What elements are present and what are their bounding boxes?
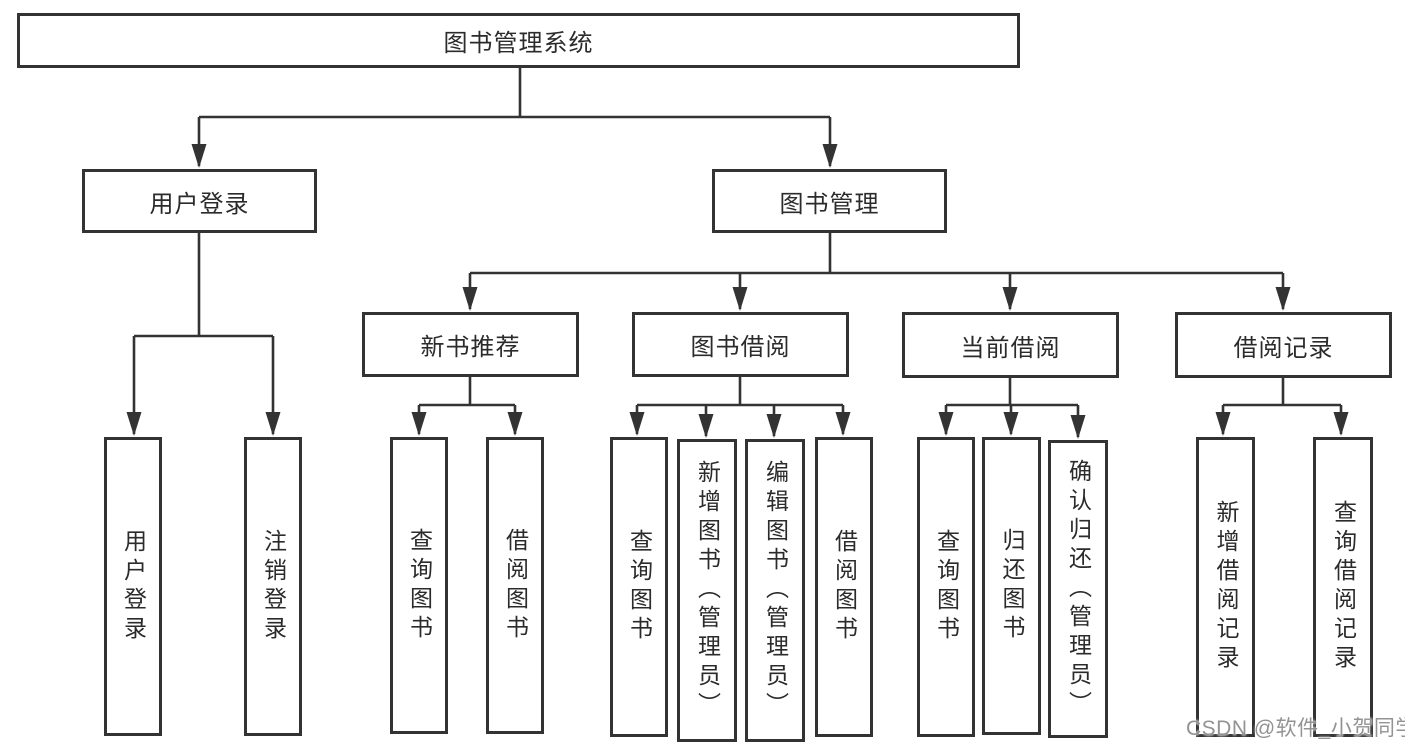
- node-label: 新增借阅记录: [1213, 500, 1239, 674]
- node-new-book-recommendation: 新书推荐: [362, 312, 579, 377]
- node-label: 确认归还（管理员）: [1065, 458, 1092, 720]
- node-label: 图书管理: [779, 190, 880, 218]
- leaf-cb-confirm-return-admin: 确认归还（管理员）: [1048, 440, 1108, 738]
- node-label: 当前借阅: [960, 334, 1061, 362]
- leaf-cb-query-books: 查询图书: [917, 437, 975, 737]
- node-label: 借阅图书: [502, 527, 529, 644]
- node-root-library-management-system: 图书管理系统: [17, 13, 1020, 68]
- node-book-borrowing: 图书借阅: [632, 312, 849, 377]
- leaf-nb-query-books: 查询图书: [390, 437, 448, 734]
- node-current-borrowing: 当前借阅: [902, 312, 1119, 378]
- node-label: 用户登录: [120, 528, 147, 645]
- node-user-login: 用户登录: [82, 169, 317, 233]
- leaf-br-query-record: 查询借阅记录: [1313, 437, 1373, 737]
- node-label: 新书推荐: [420, 334, 521, 361]
- leaf-bw-edit-books-admin: 编辑图书（管理员）: [745, 439, 805, 742]
- node-borrowing-records: 借阅记录: [1175, 312, 1392, 378]
- node-label: 查询图书: [406, 527, 433, 644]
- leaf-bw-query-books: 查询图书: [610, 437, 668, 737]
- node-label: 图书管理系统: [443, 30, 594, 57]
- node-label: 查询图书: [626, 529, 653, 645]
- node-label: 编辑图书（管理员）: [762, 460, 789, 721]
- node-label: 用户登录: [149, 190, 250, 218]
- leaf-cb-return-books: 归还图书: [982, 437, 1041, 735]
- node-label: 新增图书（管理员）: [694, 460, 721, 721]
- node-label: 归还图书: [999, 528, 1025, 644]
- node-label: 借阅图书: [831, 529, 858, 645]
- leaf-br-add-record: 新增借阅记录: [1196, 437, 1255, 737]
- node-label: 查询借阅记录: [1330, 500, 1357, 674]
- leaf-bw-add-books-admin: 新增图书（管理员）: [677, 439, 737, 742]
- node-label: 图书借阅: [690, 334, 791, 361]
- csdn-watermark: CSDN @软件_小贺同学: [1186, 717, 1405, 740]
- leaf-bw-borrow-books: 借阅图书: [815, 437, 873, 737]
- node-label: 借阅记录: [1233, 334, 1334, 362]
- leaf-user-login: 用户登录: [104, 437, 162, 736]
- node-book-management: 图书管理: [712, 169, 947, 233]
- node-label: 查询图书: [933, 529, 960, 645]
- leaf-logout: 注销登录: [244, 437, 302, 736]
- node-label: 注销登录: [260, 528, 287, 645]
- leaf-nb-borrow-books: 借阅图书: [486, 437, 544, 734]
